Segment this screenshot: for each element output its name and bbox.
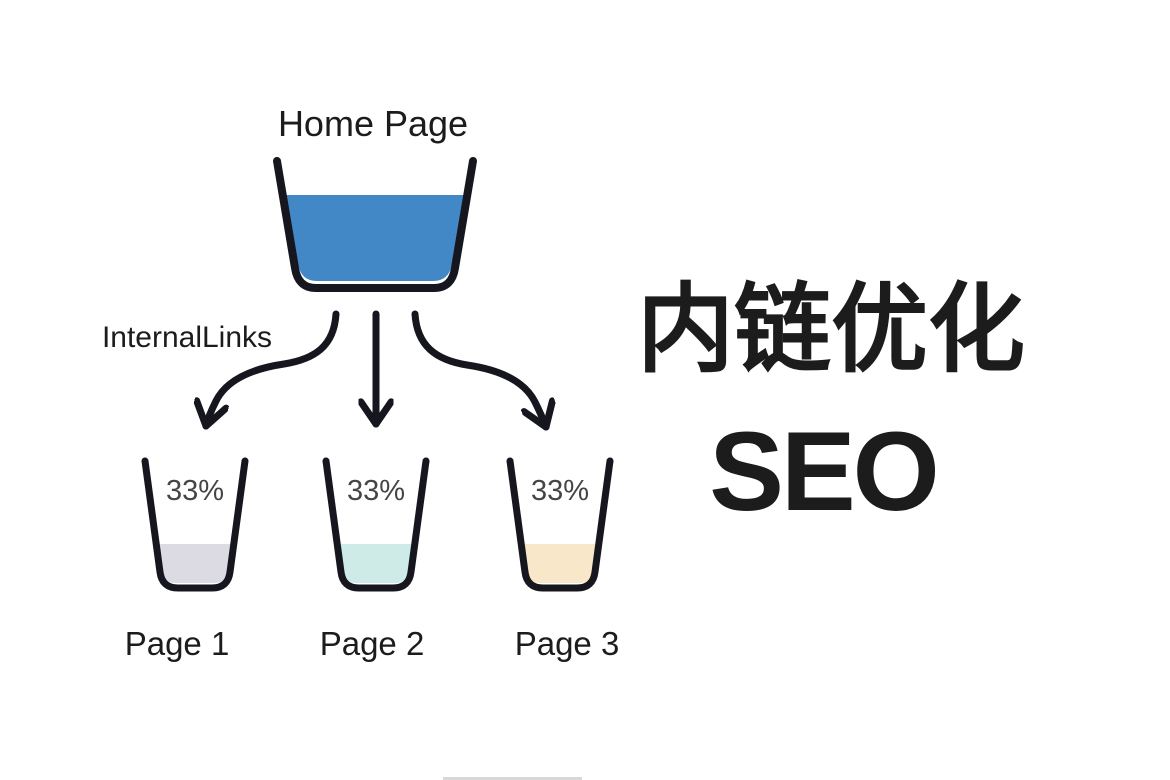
page-cup-1: 33% Page 1 (125, 457, 249, 662)
headline-chinese: 内链优化 (637, 275, 1025, 384)
home-page-label: Home Page (278, 103, 468, 144)
cup-3-percent: 33% (531, 475, 589, 507)
cup-2-outline (322, 457, 430, 592)
cup-1-outline (141, 457, 249, 592)
page-cup-3: 33% Page 3 (506, 457, 620, 662)
cup-2-label: Page 2 (320, 625, 425, 662)
arrow-right-icon (411, 310, 546, 427)
headline: 内链优化 SEO (637, 275, 1025, 534)
cup-2-liquid (338, 544, 414, 583)
cup-3-liquid (522, 544, 598, 583)
home-page-bucket: Home Page (273, 103, 477, 292)
cup-3-label: Page 3 (515, 625, 620, 662)
arrow-left-icon (206, 310, 340, 426)
page-cup-2: 33% Page 2 (320, 457, 430, 662)
cup-1-liquid (157, 544, 233, 583)
internal-links-label: InternalLinks (102, 321, 272, 354)
cup-1-label: Page 1 (125, 625, 230, 662)
home-page-liquid (282, 195, 468, 281)
cup-1-percent: 33% (166, 475, 224, 507)
cup-3-outline (506, 457, 614, 592)
flow-arrows (206, 310, 546, 427)
cup-2-percent: 33% (347, 475, 405, 507)
headline-seo: SEO (709, 409, 937, 534)
home-page-bucket-outline (273, 157, 477, 292)
footer-bar (443, 777, 582, 780)
